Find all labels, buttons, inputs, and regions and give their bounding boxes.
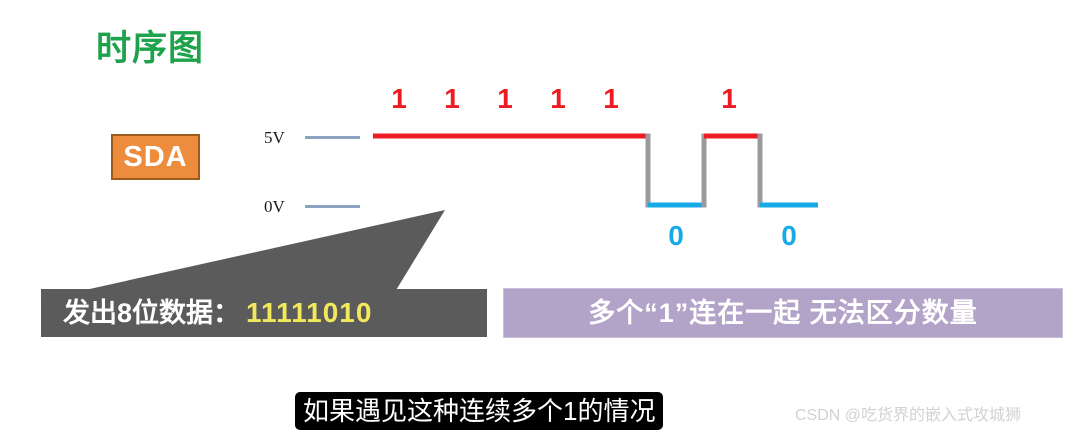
- bit-label-one: 1: [550, 83, 566, 114]
- bit-label-one: 1: [721, 83, 737, 114]
- signal-name-label: SDA: [123, 140, 188, 173]
- axis-tick-high: [305, 136, 360, 139]
- axis-label-high: 5V: [264, 128, 285, 147]
- callout-arrow-icon: [40, 210, 445, 300]
- bit-label-one: 1: [497, 83, 513, 114]
- bit-label-zero: 0: [781, 220, 797, 251]
- signal-name-badge: SDA: [111, 134, 200, 180]
- page-title: 时序图: [96, 29, 205, 68]
- bit-label-one: 1: [444, 83, 460, 114]
- subtitle-caption-text: 如果遇见这种连续多个1的情况: [303, 396, 656, 426]
- bit-label-one: 1: [603, 83, 619, 114]
- bit-label-one: 1: [391, 83, 407, 114]
- axis-label-low: 0V: [264, 197, 285, 216]
- axis-tick-low: [305, 205, 360, 208]
- watermark: CSDN @吃货界的嵌入式攻城狮: [795, 407, 1022, 424]
- transmitted-data-box: 发出8位数据： 11111010: [41, 289, 487, 337]
- transmitted-data-value: 11111010: [246, 297, 373, 328]
- warning-note-text: 多个“1”连在一起 无法区分数量: [588, 297, 978, 328]
- bit-label-zero: 0: [668, 220, 684, 251]
- subtitle-caption: 如果遇见这种连续多个1的情况: [295, 392, 664, 430]
- warning-note-box: 多个“1”连在一起 无法区分数量: [503, 288, 1063, 338]
- transmitted-data-label: 发出8位数据：: [63, 297, 241, 328]
